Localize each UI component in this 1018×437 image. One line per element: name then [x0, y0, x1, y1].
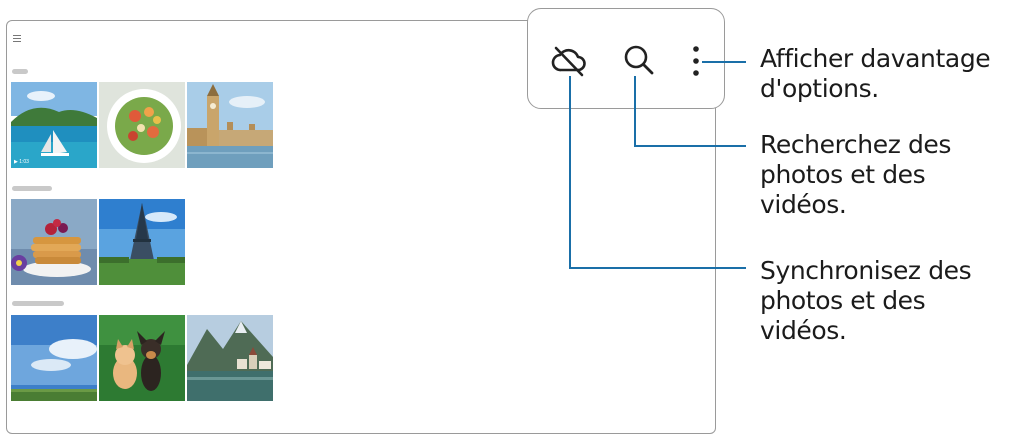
thumbnail-sailboat[interactable]: ▶ 1:03 [11, 82, 97, 168]
more-options-button[interactable] [684, 41, 708, 81]
callout-sync: Synchronisez des photos et des vidéos. [760, 256, 972, 345]
toolbar-magnified [527, 8, 725, 109]
search-icon [624, 45, 654, 75]
thumbnail-pancakes[interactable] [11, 199, 97, 285]
leader-sync-horizontal [569, 267, 746, 269]
cloud-off-icon [551, 46, 586, 77]
thumbnail-lake-village[interactable] [187, 315, 273, 401]
sync-button[interactable] [548, 39, 590, 81]
section-label [12, 301, 64, 306]
leader-more-line [702, 61, 746, 63]
callout-more-options: Afficher davantage d'options. [760, 44, 991, 103]
thumbnail-salad[interactable] [99, 82, 185, 168]
more-vert-icon [693, 46, 699, 76]
search-button[interactable] [618, 39, 660, 81]
section-label [12, 186, 52, 191]
thumbnail-big-ben[interactable] [187, 82, 273, 168]
video-duration-badge: ▶ 1:03 [14, 159, 29, 165]
leader-search-horizontal [634, 145, 746, 147]
leader-sync-vertical [569, 76, 571, 269]
menu-icon[interactable] [13, 35, 21, 44]
section-label [12, 69, 28, 74]
thumbnail-eiffel[interactable] [99, 199, 185, 285]
callout-search: Recherchez des photos et des vidéos. [760, 130, 952, 219]
thumbnail-sky[interactable] [11, 315, 97, 401]
thumbnail-pets[interactable] [99, 315, 185, 401]
leader-search-vertical [634, 76, 636, 147]
